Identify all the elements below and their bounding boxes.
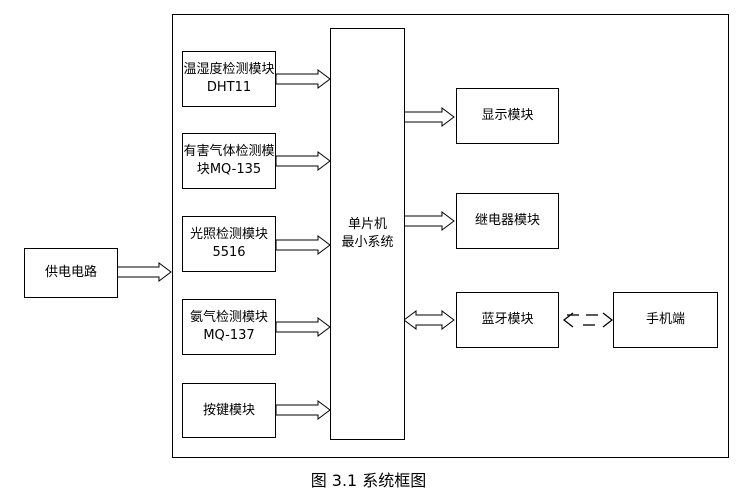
ammonia-label: 氨气检测模块 xyxy=(189,310,268,325)
mcu-label: 单片机 xyxy=(347,217,387,232)
arrow-mcu-to-display xyxy=(403,107,455,127)
mcu-sublabel: 最小系统 xyxy=(341,235,394,250)
arrow-power-to-system xyxy=(116,262,172,282)
arrow-keys-to-mcu xyxy=(275,400,331,420)
relay-label: 继电器模块 xyxy=(474,213,540,228)
display-module-block: 显示模块 xyxy=(456,88,559,144)
system-boundary xyxy=(172,14,729,458)
power-supply-label: 供电电路 xyxy=(44,265,97,280)
relay-module-block: 继电器模块 xyxy=(456,193,559,249)
key-module-label: 按键模块 xyxy=(202,402,255,418)
temp-humidity-module-block: 温湿度检测模块 DHT11 xyxy=(182,51,276,107)
ammonia-module-block: 氨气检测模块 MQ-137 xyxy=(182,299,276,355)
arrow-temp-to-mcu xyxy=(275,69,331,89)
harmful-gas-model: 块MQ-135 xyxy=(196,162,262,177)
key-module-block: 按键模块 xyxy=(182,383,276,438)
temp-humidity-label: 温湿度检测模块 xyxy=(183,62,275,77)
arrow-mcu-bluetooth-bidirectional xyxy=(403,310,455,330)
display-label: 显示模块 xyxy=(481,108,534,123)
bluetooth-label: 蓝牙模块 xyxy=(481,312,534,327)
harmful-gas-module-block: 有害气体检测模 块MQ-135 xyxy=(182,133,276,189)
light-model: 5516 xyxy=(212,245,246,260)
temp-humidity-model: DHT11 xyxy=(206,80,252,95)
harmful-gas-label: 有害气体检测模 xyxy=(183,144,275,159)
mcu-minimum-system-block: 单片机 最小系统 xyxy=(330,28,405,440)
light-label: 光照检测模块 xyxy=(189,227,268,242)
phone-label: 手机端 xyxy=(645,312,685,327)
wireless-link-bluetooth-phone xyxy=(562,312,614,328)
bluetooth-module-block: 蓝牙模块 xyxy=(456,292,559,348)
light-module-block: 光照检测模块 5516 xyxy=(182,216,276,272)
power-supply-block: 供电电路 xyxy=(24,248,118,298)
arrow-ammonia-to-mcu xyxy=(275,317,331,337)
arrow-light-to-mcu xyxy=(275,235,331,255)
phone-block: 手机端 xyxy=(613,292,718,348)
figure-caption: 图 3.1 系统框图 xyxy=(310,471,427,490)
ammonia-model: MQ-137 xyxy=(203,328,255,343)
arrow-mcu-to-relay xyxy=(403,211,455,231)
arrow-gas-to-mcu xyxy=(275,151,331,171)
